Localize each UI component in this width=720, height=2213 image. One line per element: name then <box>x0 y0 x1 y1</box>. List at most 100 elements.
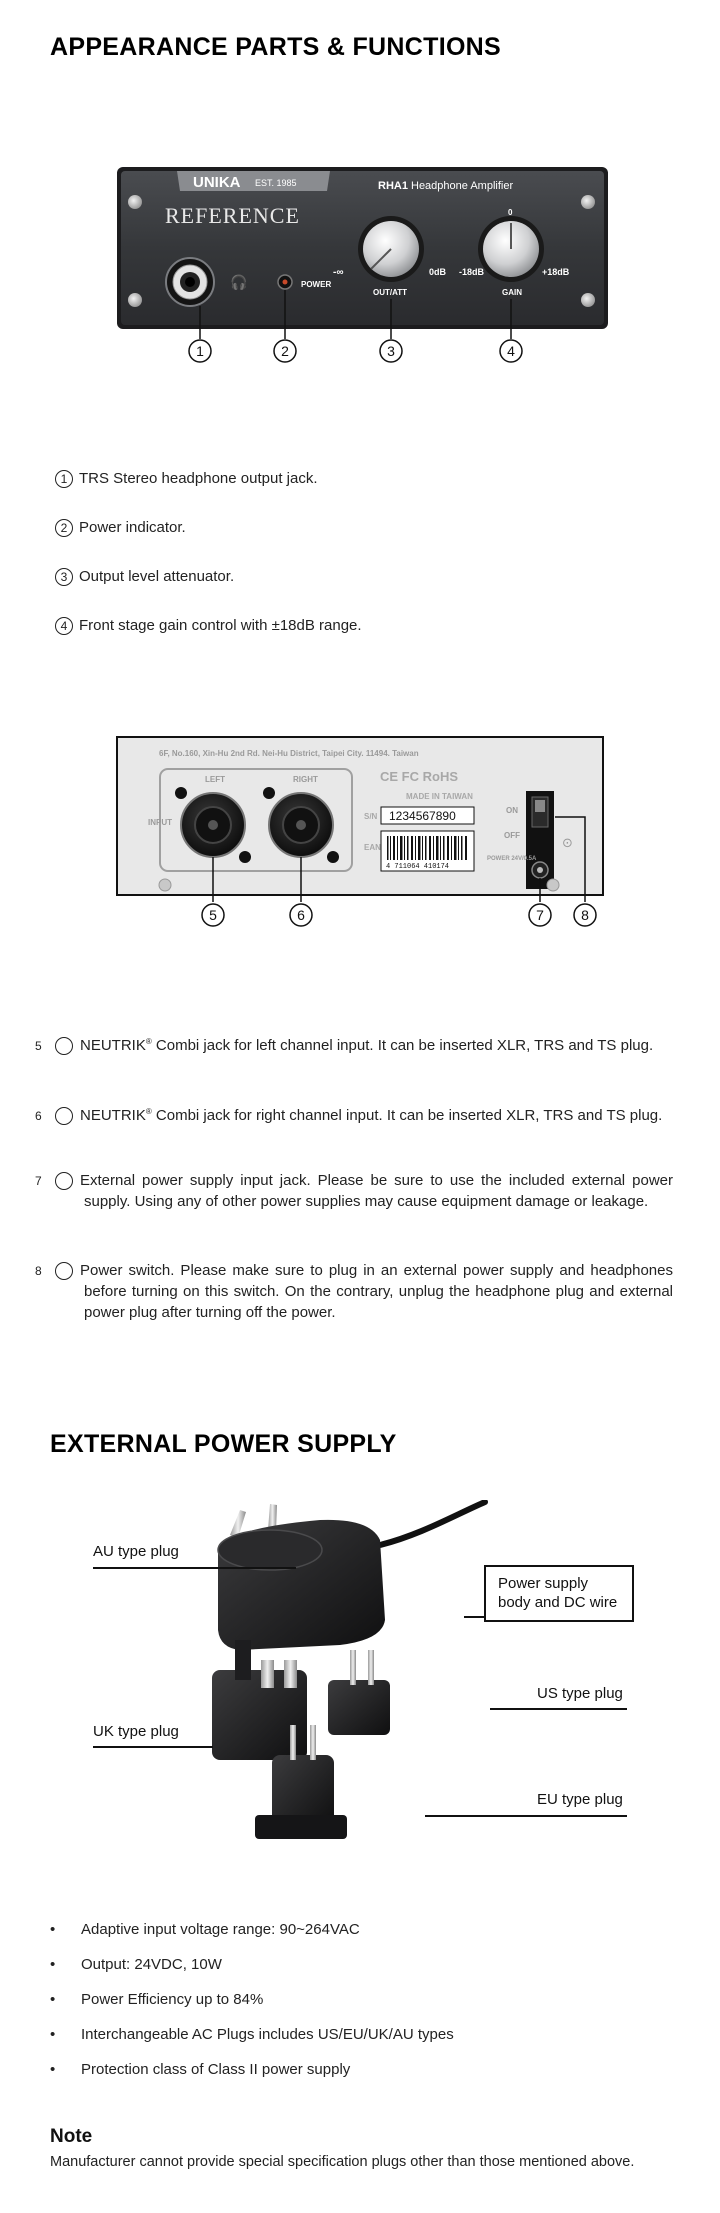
spec-item: •Interchangeable AC Plugs includes US/EU… <box>50 2026 454 2043</box>
right-label: RIGHT <box>293 775 318 784</box>
screw-icon <box>263 787 275 799</box>
knob2-max-label: +18dB <box>542 267 570 277</box>
model-description: Headphone Amplifier <box>411 180 513 192</box>
knob2-min-label: -18dB <box>459 267 485 277</box>
callout-4: 4 <box>507 343 515 359</box>
screw-icon <box>546 878 560 892</box>
number-badge: 4 <box>55 617 73 636</box>
on-label: ON <box>506 806 518 815</box>
spec-item: •Output: 24VDC, 10W <box>50 1956 222 1973</box>
screw-icon <box>175 787 187 799</box>
feature-item-7: 7 External power supply input jack. Pleas… <box>35 1170 673 1212</box>
eu-plug-label: EU type plug <box>537 1791 623 1808</box>
feature-text: Combi jack for right channel input. It c… <box>151 1107 663 1124</box>
power-spec-label: POWER 24V/0.5A <box>487 856 537 862</box>
feature-text: Front stage gain control with ±18dB rang… <box>79 617 362 634</box>
knob2-top-label: 0 <box>508 208 513 217</box>
serial-number: 1234567890 <box>389 809 456 823</box>
appearance-title: APPEARANCE PARTS & FUNCTIONS <box>50 33 502 61</box>
uk-plug-leader <box>93 1746 213 1748</box>
power-label: POWER <box>301 280 331 289</box>
front-panel-illustration: UNIKA EST. 1985 REFERENCE RHA1 Headphone… <box>117 167 608 363</box>
spec-item: •Power Efficiency up to 84% <box>50 1991 264 2008</box>
callout-8: 8 <box>581 907 589 923</box>
brand-name: NEUTRIK <box>80 1037 146 1054</box>
feature-item-3: 3 Output level attenuator. <box>55 568 235 587</box>
eu-plug-leader <box>425 1815 627 1817</box>
certification-marks: CE FC RoHS <box>380 769 458 784</box>
feature-text: TRS Stereo headphone output jack. <box>79 470 318 487</box>
left-label: LEFT <box>205 775 225 784</box>
number-badge: 7 <box>35 1172 73 1191</box>
feature-text: Combi jack for left channel input. It ca… <box>151 1037 654 1054</box>
spec-text: Protection class of Class II power suppl… <box>81 2061 351 2078</box>
note-title: Note <box>50 2126 93 2147</box>
power-supply-body-label-box: Power supply body and DC wire <box>484 1565 634 1622</box>
ean-label: EAN <box>364 843 381 852</box>
spec-text: Power Efficiency up to 84% <box>81 1991 264 2008</box>
number-badge: 8 <box>35 1262 73 1281</box>
uk-plug-label: UK type plug <box>93 1723 179 1740</box>
registered-mark: ® <box>145 1037 152 1046</box>
feature-text: Power indicator. <box>79 519 186 536</box>
input-label: INPUT <box>148 818 172 827</box>
rear-panel-illustration: 6F, No.160, Xin-Hu 2nd Rd. Nei-Hu Distri… <box>116 736 604 927</box>
body-label-line-1: Power supply <box>498 1575 589 1592</box>
feature-text: Output level attenuator. <box>79 568 235 585</box>
feature-item-2: 2 Power indicator. <box>55 519 186 538</box>
callout-7: 7 <box>536 907 544 923</box>
callout-2: 2 <box>281 343 289 359</box>
off-label: OFF <box>504 831 520 840</box>
screw-icon <box>581 195 595 209</box>
brand-name: NEUTRIK <box>80 1107 146 1124</box>
spec-text: Output: 24VDC, 10W <box>81 1956 222 1973</box>
registered-mark: ® <box>145 1107 152 1116</box>
screw-icon <box>239 851 251 863</box>
spec-text: Adaptive input voltage range: 90~264VAC <box>81 1921 360 1938</box>
au-plug-leader <box>93 1567 296 1569</box>
us-plug-leader <box>490 1708 627 1710</box>
callout-6: 6 <box>297 907 305 923</box>
knob1-label: OUT/ATT <box>373 288 407 297</box>
address-text: 6F, No.160, Xin-Hu 2nd Rd. Nei-Hu Distri… <box>159 749 419 758</box>
feature-item-8: 8 Power switch. Please make sure to plug … <box>35 1260 673 1323</box>
power-adapter-illustration <box>212 1500 488 1839</box>
screw-icon <box>158 878 172 892</box>
body-label-line-2: body and DC wire <box>498 1594 618 1611</box>
callout-3: 3 <box>387 343 395 359</box>
power-supply-title: EXTERNAL POWER SUPPLY <box>50 1430 397 1458</box>
brand-est: EST. 1985 <box>255 178 297 188</box>
note-text: Manufacturer cannot provide special spec… <box>50 2154 635 2170</box>
callout-1: 1 <box>196 343 204 359</box>
barcode-number: 4 711064 410174 <box>386 863 449 871</box>
number-badge: 2 <box>55 519 73 538</box>
feature-item-6: 6 NEUTRIK® Combi jack for right channel i… <box>35 1101 673 1126</box>
knob1-min-label: -∞ <box>333 267 343 278</box>
brand-logo: UNIKA <box>193 174 241 191</box>
series-name: REFERENCE <box>165 203 300 228</box>
number-badge: 1 <box>55 470 73 489</box>
feature-text: Power switch. Please make sure to plug i… <box>80 1262 673 1321</box>
screw-icon <box>327 851 339 863</box>
number-badge: 5 <box>35 1037 73 1056</box>
callout-5: 5 <box>209 907 217 923</box>
feature-text: External power supply input jack. Please… <box>80 1172 673 1210</box>
us-plug-label: US type plug <box>537 1685 623 1702</box>
spec-text: Interchangeable AC Plugs includes US/EU/… <box>81 2026 454 2043</box>
eu-plug <box>272 1755 334 1825</box>
screw-icon <box>581 293 595 307</box>
screw-icon <box>128 195 142 209</box>
number-badge: 6 <box>35 1107 73 1126</box>
body-leader <box>464 1616 486 1618</box>
made-in-label: MADE IN TAIWAN <box>406 792 473 801</box>
feature-item-4: 4 Front stage gain control with ±18dB ran… <box>55 617 362 636</box>
knob1-max-label: 0dB <box>429 267 447 277</box>
model-name: RHA1 <box>378 180 408 192</box>
number-badge: 3 <box>55 568 73 587</box>
spec-item: •Protection class of Class II power supp… <box>50 2061 351 2078</box>
sn-label: S/N <box>364 812 378 821</box>
screw-icon <box>128 293 142 307</box>
feature-item-5: 5 NEUTRIK® Combi jack for left channel in… <box>35 1031 673 1056</box>
knob2-label: GAIN <box>502 288 522 297</box>
uk-plug <box>212 1670 307 1760</box>
